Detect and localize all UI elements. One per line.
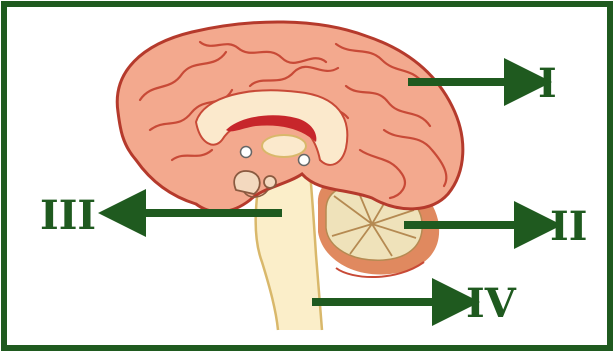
label-I-text: I: [538, 60, 557, 107]
thalamus: [262, 135, 306, 157]
anterior-commissure: [241, 147, 252, 158]
pineal-gland: [299, 155, 310, 166]
brain-illustration: [117, 22, 463, 330]
label-IV: IV: [312, 280, 517, 327]
label-III-text: III: [40, 192, 96, 239]
label-II-text: II: [550, 203, 587, 250]
label-IV-text: IV: [466, 280, 517, 327]
